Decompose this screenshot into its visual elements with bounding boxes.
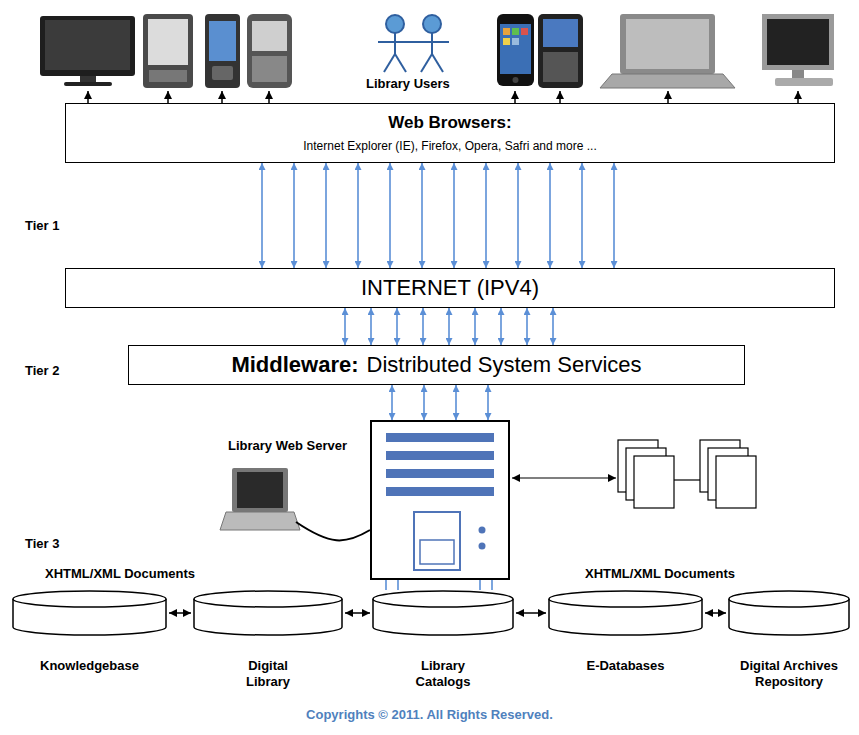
phone-icon	[247, 14, 292, 88]
cylinder-top	[194, 591, 342, 607]
node-title: Knowledgebase	[25, 658, 155, 674]
connector-arrow	[357, 163, 359, 268]
document-label: XHTML/XML Documents	[585, 566, 735, 581]
cylinder-top	[373, 591, 513, 607]
copyright-note: Copyrights © 2011. All Rights Reserved.	[0, 707, 859, 722]
network-box: INTERNET (IPV4)	[65, 268, 835, 308]
connector-arrow	[169, 612, 191, 614]
connector-arrow	[389, 163, 391, 268]
node-title: E-Databases	[561, 658, 691, 674]
cylinder-shape	[193, 590, 343, 636]
database-cylinder: Digital Archives Repository	[728, 590, 850, 636]
node-title: Library Catalogs	[403, 658, 483, 689]
node-title: Digital Library	[233, 658, 303, 689]
connector-arrow	[455, 385, 457, 420]
cylinder-top	[729, 591, 849, 607]
connector-arrow	[581, 163, 583, 268]
admin-laptop	[220, 468, 370, 540]
cylinder-shape	[728, 590, 850, 636]
connector-arrow	[325, 163, 327, 268]
node-subtitle: Distributed System Services	[367, 352, 642, 378]
device-arrows	[88, 91, 798, 103]
node-title: Middleware:	[231, 352, 358, 378]
node-title: Digital Archives Repository	[727, 658, 852, 689]
connector-arrow	[370, 308, 372, 345]
connector-arrow	[453, 163, 455, 268]
database-cylinder: Library Catalogs	[372, 590, 514, 636]
user-label: Library Users	[366, 76, 450, 91]
cylinder-shape	[372, 590, 514, 636]
connector-arrow	[385, 580, 387, 590]
database-cylinder: Knowledgebase	[12, 590, 167, 636]
ereader-icon	[143, 14, 193, 88]
connector-arrow	[613, 163, 615, 268]
server-box: Library Web Server	[370, 420, 510, 580]
node-title: Library Web Server	[228, 438, 347, 453]
connector-arrow	[421, 163, 423, 268]
connector-arrow	[345, 612, 370, 614]
users-icon	[378, 15, 449, 72]
connector-arrow	[261, 163, 263, 268]
tier-label: Tier 2	[25, 363, 59, 378]
tv-icon	[40, 16, 135, 86]
connector-arrow	[552, 308, 554, 345]
database-cylinder: Digital Library	[193, 590, 343, 636]
database-cylinder: E-Databases	[548, 590, 703, 636]
pda-icon	[205, 14, 240, 88]
browser-box: Web Browsers: Internet Explorer (IE), Fir…	[65, 103, 835, 163]
laptop-icon	[600, 14, 735, 88]
connector-arrow	[344, 308, 346, 345]
connector-arrow	[396, 308, 398, 345]
node-title: Web Browsers:	[388, 113, 511, 133]
cylinder-shape	[12, 590, 167, 636]
node-title: INTERNET (IPV4)	[361, 275, 539, 301]
blackberry-icon	[538, 14, 583, 88]
connector-arrow	[397, 580, 399, 590]
desktop-icon	[762, 14, 834, 86]
connector-arrow	[448, 308, 450, 345]
connector-arrow	[474, 308, 476, 345]
server-details	[386, 433, 494, 570]
connector-arrow	[549, 163, 551, 268]
connector-arrow	[500, 308, 502, 345]
smartphone-icon	[497, 14, 534, 86]
connector-arrow	[487, 385, 489, 420]
middleware-box: Middleware: Distributed System Services	[128, 345, 745, 385]
cylinder-shape	[548, 590, 703, 636]
document-label: XHTML/XML Documents	[45, 566, 195, 581]
cylinder-top	[549, 591, 702, 607]
connector-arrow	[491, 580, 493, 590]
connector-arrow	[423, 385, 425, 420]
tier-label: Tier 1	[25, 218, 59, 233]
connector-arrow	[516, 612, 546, 614]
connector-arrow	[517, 163, 519, 268]
connector-arrow	[479, 580, 481, 590]
cylinder-top	[13, 591, 166, 607]
node-subtitle: Internet Explorer (IE), Firefox, Opera, …	[303, 139, 596, 153]
connector-arrow	[526, 308, 528, 345]
connector-arrow	[391, 385, 393, 420]
connector-arrow	[293, 163, 295, 268]
connector-arrow	[705, 612, 726, 614]
connector-arrow	[422, 308, 424, 345]
connector-arrow	[485, 163, 487, 268]
tier-label: Tier 3	[25, 536, 59, 551]
document-stacks	[512, 440, 756, 508]
